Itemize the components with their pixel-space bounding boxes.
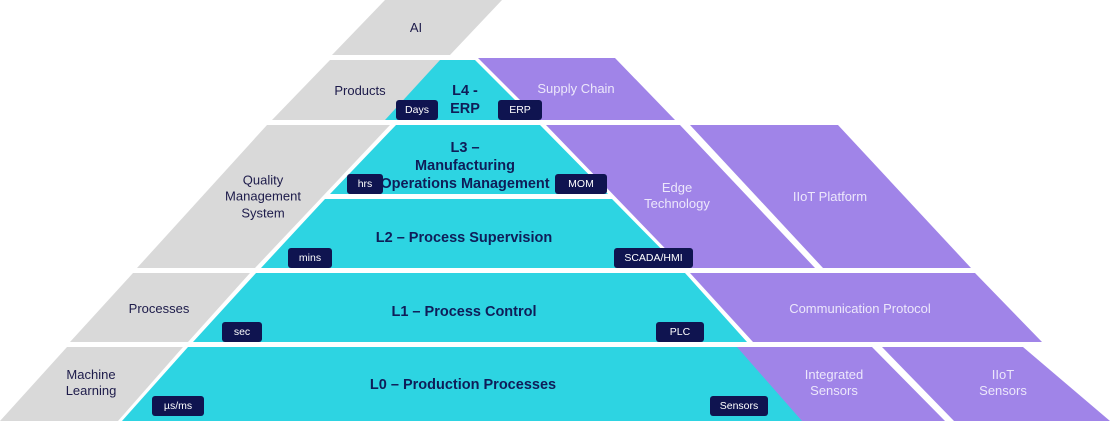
level-l0-title: L0 – Production Processes — [369, 376, 557, 393]
label-qms-line3: System — [241, 205, 285, 221]
label-iiot-sensors: IIoT Sensors — [979, 367, 1027, 400]
level-l1-shape — [193, 273, 747, 342]
level-l3-shape — [330, 125, 608, 194]
label-integrated-sensors-line1: Integrated — [804, 366, 864, 382]
level-l2-shape — [261, 199, 680, 268]
block-edge-technology — [546, 125, 815, 268]
label-iiot-sensors-line1: IIoT — [991, 366, 1015, 382]
level-l2-title: L2 – Process Supervision — [375, 229, 553, 246]
block-integrated-sensors — [737, 347, 945, 421]
label-ml: Machine Learning — [66, 367, 117, 400]
badge-l2-timescale: mins — [288, 248, 332, 268]
label-iiot-platform: IIoT Platform — [792, 188, 868, 204]
label-integrated-sensors: Integrated Sensors — [805, 367, 864, 400]
block-iiot-sensors — [882, 347, 1110, 421]
level-l3-title-line2: Manufacturing — [415, 157, 515, 174]
label-ml-line2: Learning — [65, 383, 117, 398]
badge-l1-timescale: sec — [222, 322, 262, 342]
badge-l0-system: Sensors — [710, 396, 768, 416]
level-l0-shape — [122, 347, 805, 421]
level-l3-title-line3: Operations Management — [380, 176, 550, 193]
label-iiot-sensors-line2: Sensors — [979, 383, 1027, 398]
block-communication-protocol — [690, 273, 1042, 342]
label-edge-technology: Edge Technology — [644, 180, 710, 213]
level-l4-title: L4 - ERP — [450, 82, 480, 118]
label-ml-line1: Machine — [66, 366, 116, 382]
block-iiot-platform — [690, 125, 971, 268]
label-qms: Quality Management System — [225, 173, 301, 222]
label-edge-line1: Edge — [661, 179, 693, 195]
badge-l0-timescale: µs/ms — [152, 396, 204, 416]
block-ml — [0, 347, 183, 421]
badge-l2-system: SCADA/HMI — [614, 248, 693, 268]
label-processes: Processes — [128, 300, 190, 316]
badge-l4-system: ERP — [498, 100, 542, 120]
level-l1-title: L1 – Process Control — [391, 303, 537, 320]
level-l3-title: L3 – Manufacturing Operations Management — [380, 139, 549, 193]
label-products: Products — [334, 82, 386, 98]
badge-l1-system: PLC — [656, 322, 704, 342]
label-qms-line1: Quality — [242, 172, 284, 188]
label-qms-line2: Management — [225, 188, 301, 204]
block-processes — [70, 273, 250, 342]
badge-l4-timescale: Days — [396, 100, 438, 120]
label-edge-line2: Technology — [644, 196, 710, 211]
label-integrated-sensors-line2: Sensors — [810, 383, 858, 398]
badge-l3-timescale: hrs — [347, 174, 383, 194]
label-communication-protocol: Communication Protocol — [789, 300, 931, 316]
label-ai: AI — [409, 19, 423, 35]
block-ai — [332, 0, 502, 55]
level-l3-title-line1: L3 – — [450, 139, 480, 156]
block-qms — [137, 125, 390, 268]
level-l4-title-line2: ERP — [450, 101, 480, 117]
label-supply-chain: Supply Chain — [537, 80, 615, 96]
level-l4-title-line1: L4 - — [452, 82, 478, 99]
badge-l3-system: MOM — [555, 174, 607, 194]
